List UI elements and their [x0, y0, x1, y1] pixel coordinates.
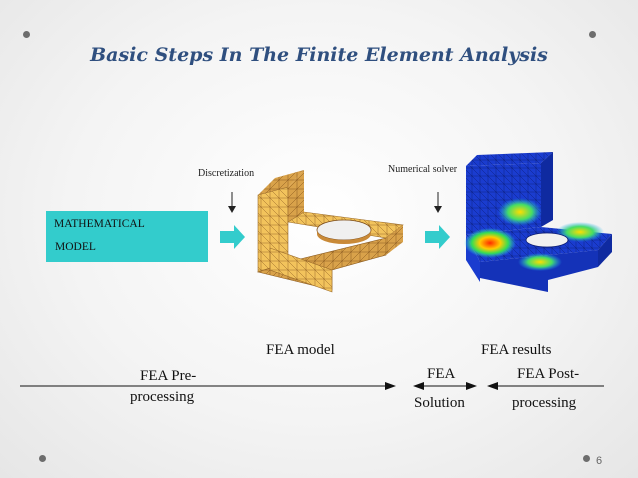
fea-results-label: FEA results — [481, 342, 552, 358]
discretization-label: Discretization — [198, 168, 255, 179]
solution-line2: Solution — [414, 395, 465, 411]
post-processing-line1: FEA Post- — [517, 366, 580, 382]
corner-dot-bottom-right — [583, 455, 590, 462]
post-processing-line2: processing — [512, 395, 577, 411]
math-model-line2: MODEL — [55, 241, 96, 253]
corner-dot-bottom-left — [39, 455, 46, 462]
cyan-arrow-right — [425, 225, 450, 249]
pre-processing-arrow — [20, 382, 396, 390]
mathematical-model-box: MATHEMATICAL MODEL — [46, 211, 208, 262]
math-model-line1: MATHEMATICAL — [54, 218, 145, 230]
fea-results-bracket — [464, 152, 612, 292]
numerical-solver-label: Numerical solver — [388, 164, 458, 175]
post-processing-arrow — [487, 382, 604, 390]
slide-title: Basic Steps In The Finite Element Analys… — [90, 44, 548, 66]
pre-processing-line2: processing — [130, 389, 195, 405]
fea-model-label: FEA model — [266, 342, 335, 358]
corner-dot-top-left — [23, 31, 30, 38]
pre-processing-line1: FEA Pre- — [140, 368, 197, 384]
corner-dot-top-right — [589, 31, 596, 38]
meshed-bracket-model — [256, 170, 404, 293]
solution-double-arrow — [413, 382, 477, 390]
solver-down-arrow — [434, 192, 442, 213]
cyan-arrow-left — [220, 225, 245, 249]
discretization-down-arrow — [228, 192, 236, 213]
solution-line1: FEA — [427, 366, 456, 382]
page-number: 6 — [596, 455, 603, 467]
